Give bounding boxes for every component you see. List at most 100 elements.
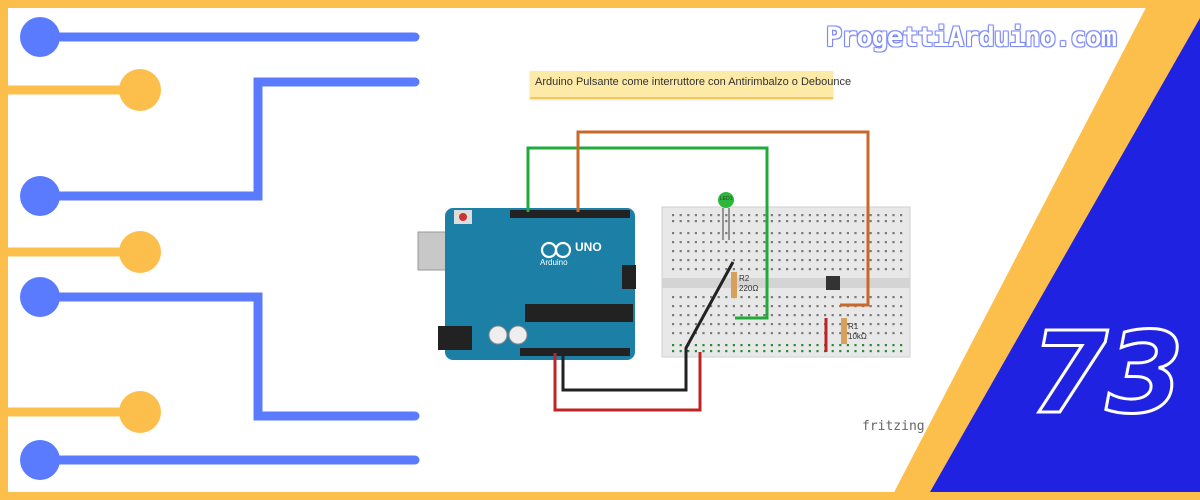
breadboard-hole: [824, 268, 827, 271]
board-logo-text: UNO: [575, 240, 602, 254]
infinity-logo: [540, 241, 572, 259]
breadboard-hole: [884, 241, 887, 244]
breadboard-hole: [900, 220, 903, 223]
breadboard-hole: [831, 250, 834, 253]
breadboard-hole: [793, 241, 796, 244]
breadboard-hole: [892, 350, 895, 353]
breadboard-hole: [892, 305, 895, 308]
breadboard-hole: [808, 344, 811, 347]
breadboard-hole: [862, 323, 865, 326]
breadboard-hole: [778, 350, 781, 353]
breadboard-hole: [694, 314, 697, 317]
breadboard-hole: [687, 232, 690, 235]
breadboard-hole: [808, 214, 811, 217]
frame-bottom: [0, 492, 1200, 500]
breadboard-hole: [854, 332, 857, 335]
breadboard-hole: [679, 305, 682, 308]
breadboard-hole: [877, 220, 880, 223]
breadboard-hole: [839, 350, 842, 353]
breadboard-hole: [717, 296, 720, 299]
breadboard-hole: [694, 305, 697, 308]
breadboard-hole: [816, 314, 819, 317]
digital-header: [510, 210, 630, 218]
breadboard-hole: [801, 323, 804, 326]
breadboard-hole: [763, 241, 766, 244]
breadboard-hole: [770, 305, 773, 308]
breadboard-hole: [778, 232, 781, 235]
breadboard-hole: [839, 220, 842, 223]
breadboard-hole: [702, 305, 705, 308]
breadboard-hole: [687, 250, 690, 253]
breadboard-hole: [672, 232, 675, 235]
breadboard-hole: [839, 296, 842, 299]
breadboard-hole: [717, 259, 720, 262]
breadboard-hole: [755, 332, 758, 335]
breadboard-hole: [862, 250, 865, 253]
breadboard-hole: [839, 344, 842, 347]
dc-jack: [438, 326, 472, 350]
breadboard-hole: [694, 232, 697, 235]
breadboard-hole: [763, 232, 766, 235]
breadboard-hole: [808, 314, 811, 317]
trace-dot-2: [119, 69, 161, 111]
breadboard-hole: [786, 250, 789, 253]
breadboard-hole: [801, 232, 804, 235]
breadboard-hole: [824, 241, 827, 244]
breadboard-hole: [786, 259, 789, 262]
capacitor-1: [488, 325, 508, 345]
breadboard-hole: [808, 220, 811, 223]
breadboard-hole: [786, 344, 789, 347]
trace-dot-4: [119, 231, 161, 273]
breadboard-hole: [846, 259, 849, 262]
breadboard-hole: [687, 305, 690, 308]
breadboard-hole: [892, 250, 895, 253]
breadboard-hole: [892, 323, 895, 326]
breadboard-hole: [748, 305, 751, 308]
breadboard-hole: [884, 344, 887, 347]
breadboard-hole: [702, 214, 705, 217]
breadboard-hole: [862, 314, 865, 317]
breadboard-hole: [900, 259, 903, 262]
breadboard-hole: [679, 314, 682, 317]
breadboard-hole: [717, 323, 720, 326]
breadboard-hole: [846, 268, 849, 271]
breadboard-hole: [679, 214, 682, 217]
breadboard-hole: [808, 241, 811, 244]
breadboard-hole: [679, 268, 682, 271]
breadboard-hole: [770, 268, 773, 271]
site-title: ProgettiArduino.com: [826, 22, 1117, 53]
breadboard-hole: [740, 332, 743, 335]
breadboard-hole: [725, 314, 728, 317]
breadboard-hole: [801, 214, 804, 217]
breadboard-hole: [839, 241, 842, 244]
green-led: [718, 192, 734, 208]
components: [718, 192, 847, 344]
breadboard-hole: [755, 268, 758, 271]
breadboard-hole: [831, 259, 834, 262]
breadboard-hole: [725, 332, 728, 335]
breadboard-hole: [672, 268, 675, 271]
breadboard-hole: [786, 305, 789, 308]
breadboard-hole: [862, 259, 865, 262]
breadboard-hole: [884, 305, 887, 308]
breadboard-hole: [877, 332, 880, 335]
wire-green: [526, 146, 769, 320]
breadboard-hole: [793, 259, 796, 262]
breadboard-hole: [846, 214, 849, 217]
breadboard-hole: [808, 232, 811, 235]
breadboard-hole: [786, 220, 789, 223]
breadboard-hole: [900, 241, 903, 244]
breadboard-hole: [808, 305, 811, 308]
breadboard-hole: [687, 241, 690, 244]
breadboard-hole: [900, 250, 903, 253]
breadboard-hole: [862, 296, 865, 299]
breadboard-hole: [801, 296, 804, 299]
breadboard-hole: [877, 323, 880, 326]
breadboard-hole: [884, 323, 887, 326]
breadboard-hole: [801, 241, 804, 244]
breadboard-hole: [694, 220, 697, 223]
capacitor-2: [508, 325, 528, 345]
breadboard-hole: [839, 250, 842, 253]
breadboard-hole: [748, 344, 751, 347]
